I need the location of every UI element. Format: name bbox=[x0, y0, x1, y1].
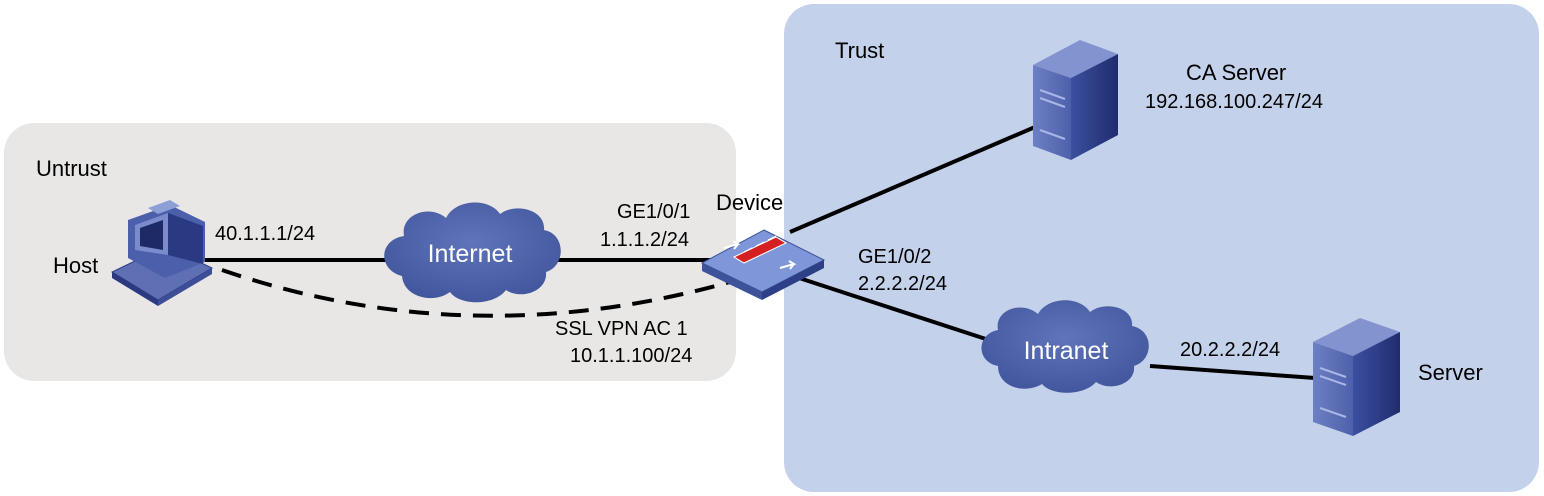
link-intranet-server bbox=[1149, 364, 1316, 380]
server-icon bbox=[1313, 318, 1400, 436]
untrust-zone-label: Untrust bbox=[36, 156, 107, 181]
ca-server-ip: 192.168.100.247/24 bbox=[1145, 91, 1323, 113]
ge2-name: GE1/0/2 bbox=[858, 246, 931, 268]
ge2-ip: 2.2.2.2/24 bbox=[858, 273, 947, 295]
internet-cloud-icon bbox=[384, 202, 561, 303]
host-label: Host bbox=[53, 253, 98, 278]
intranet-label: Intranet bbox=[1024, 337, 1109, 365]
firewall-icon bbox=[700, 229, 826, 300]
ge1-ip: 1.1.1.2/24 bbox=[600, 229, 689, 251]
device-label: Device bbox=[716, 190, 783, 215]
pc-icon bbox=[110, 200, 214, 306]
internet-label: Internet bbox=[428, 240, 513, 268]
host-ip: 40.1.1.1/24 bbox=[215, 223, 315, 245]
untrust-zone bbox=[4, 123, 736, 381]
ca-server-label: CA Server bbox=[1186, 60, 1286, 85]
server-ip: 20.2.2.2/24 bbox=[1180, 339, 1280, 361]
server-label: Server bbox=[1418, 360, 1483, 385]
links bbox=[200, 125, 1316, 380]
trust-zone-label: Trust bbox=[835, 38, 884, 63]
link-device-ca-server bbox=[789, 125, 1036, 234]
intranet-cloud-icon bbox=[981, 300, 1149, 393]
ssl-vpn-tunnel bbox=[221, 268, 731, 318]
ge1-name: GE1/0/1 bbox=[617, 201, 690, 223]
ssl-vpn-ac-ip: 10.1.1.100/24 bbox=[570, 345, 692, 367]
ssl-vpn-ac-name: SSL VPN AC 1 bbox=[555, 318, 688, 340]
ca-server-icon bbox=[1033, 40, 1118, 160]
link-device-intranet bbox=[789, 273, 996, 344]
